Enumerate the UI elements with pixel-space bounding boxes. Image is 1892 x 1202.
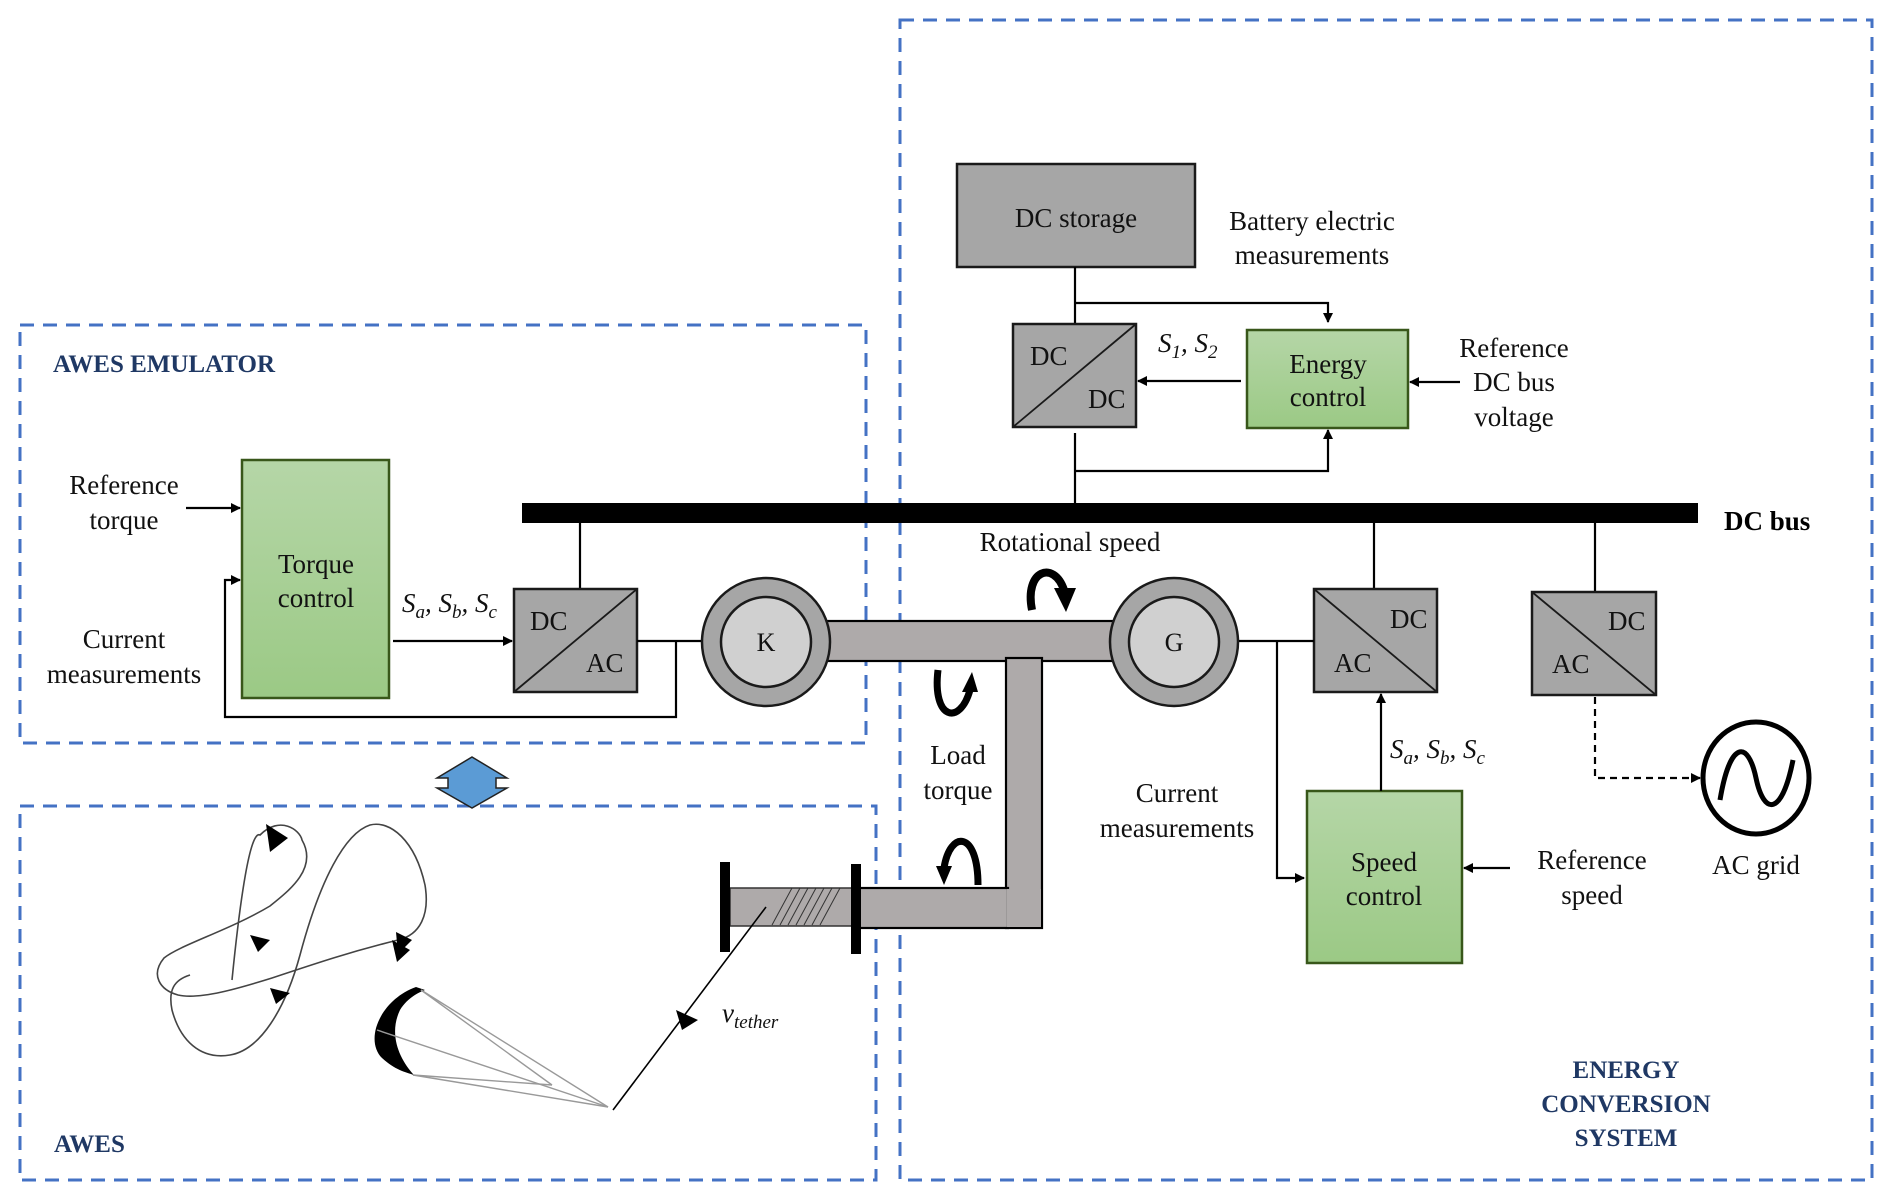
ecs-title-line1: ENERGY [1573,1057,1680,1084]
emulator-dc-ac-converter: DC AC [512,587,639,694]
ecs-title-line3: SYSTEM [1575,1125,1678,1152]
rotational-speed-arrow-icon [1026,568,1076,612]
battery-measurements-line2: measurements [1235,240,1389,270]
svg-text:DC: DC [530,606,568,636]
rotational-speed-label: Rotational speed [980,527,1161,557]
svg-text:DC: DC [1608,606,1646,636]
svg-text:Energy: Energy [1289,349,1367,379]
speed-control-block: Speed control [1305,789,1464,965]
svg-text:control: control [1290,382,1366,412]
reference-torque-line1: Reference [69,470,178,500]
emulator-switching-signals-label: Sa, Sb, Sc [402,588,498,623]
svg-text:AC: AC [1334,648,1372,678]
ac-grid-source-icon [1700,719,1812,837]
shaft-vertical [1004,656,1044,930]
dc-storage-label: DC storage [1015,203,1137,233]
tether-line [612,906,767,1111]
awes-region [18,804,878,1182]
svg-text:AC: AC [1552,649,1590,679]
current-measurements-ecs-line1: Current [1136,778,1219,808]
generator-g: G [1108,576,1240,708]
svg-text:DC: DC [1390,604,1428,634]
reference-dc-bus-voltage-line1: Reference [1459,333,1568,363]
current-measurements-ecs-line2: measurements [1100,813,1254,843]
dc-dc-converter: DC DC [1011,322,1138,429]
tether-direction-arrow-icon [676,1010,698,1030]
dc-bus-measurement-wire [1075,429,1333,473]
awes-emulator-region [18,323,868,745]
tether-drum [720,862,861,954]
svg-text:AC: AC [586,648,624,678]
svg-text:control: control [278,583,354,613]
svg-text:Torque: Torque [278,549,354,579]
svg-text:Speed: Speed [1351,847,1417,877]
grid-connection-wire [1593,697,1701,783]
grid-ac-dc-converter: DC AC [1530,590,1658,697]
reference-dc-bus-voltage-line3: voltage [1474,402,1553,432]
dc-storage-box [955,162,1197,269]
load-torque-arrow-bottom-icon [936,838,982,886]
motor-k: K [700,576,832,708]
current-measurements-emulator-line2: measurements [47,659,201,689]
dc-bus-bar [522,503,1698,523]
energy-conversion-system-region [898,18,1874,1182]
shaft-to-drum [856,886,1010,930]
svg-text:control: control [1346,881,1422,911]
emulator-current-feedback-wire [223,575,678,719]
ac-grid-label: AC grid [1712,850,1800,880]
svg-text:DC: DC [1088,384,1126,414]
battery-measurements-line1: Battery electric [1229,206,1395,236]
reference-speed-line1: Reference [1537,845,1646,875]
kite-flight-path [156,823,427,1057]
load-torque-arrow-top-icon [933,669,978,717]
reference-dc-bus-voltage-line2: DC bus [1473,367,1555,397]
current-measurements-emulator-line1: Current [83,624,166,654]
svg-text:DC: DC [1030,341,1068,371]
svg-text:G: G [1165,628,1184,657]
s1-s2-label: S1, S2 [1158,328,1218,363]
kite-icon [374,987,609,1108]
energy-control-block: Energy control [1245,328,1410,430]
ecs-title-line2: CONVERSION [1541,1091,1710,1118]
drive-shaft [818,619,1122,663]
load-torque-line2: torque [924,775,993,805]
battery-measurement-wire [1075,301,1333,323]
generator-switching-signals-label: Sa, Sb, Sc [1390,734,1486,769]
reference-speed-line2: speed [1561,880,1623,910]
emulator-awes-link-icon [434,756,510,809]
tether-speed-label: vtether [722,998,779,1033]
svg-text:K: K [757,628,776,657]
flight-direction-arrow-icon [266,824,288,852]
awes-title: AWES [54,1131,125,1158]
torque-control-block: Torque control [240,458,391,700]
awes-emulator-title: AWES EMULATOR [53,351,276,378]
generator-ac-dc-converter: DC AC [1312,587,1439,694]
dc-bus-label: DC bus [1724,506,1810,536]
load-torque-line1: Load [930,740,986,770]
generator-current-feedback-wire [1275,641,1305,883]
reference-torque-line2: torque [90,505,159,535]
